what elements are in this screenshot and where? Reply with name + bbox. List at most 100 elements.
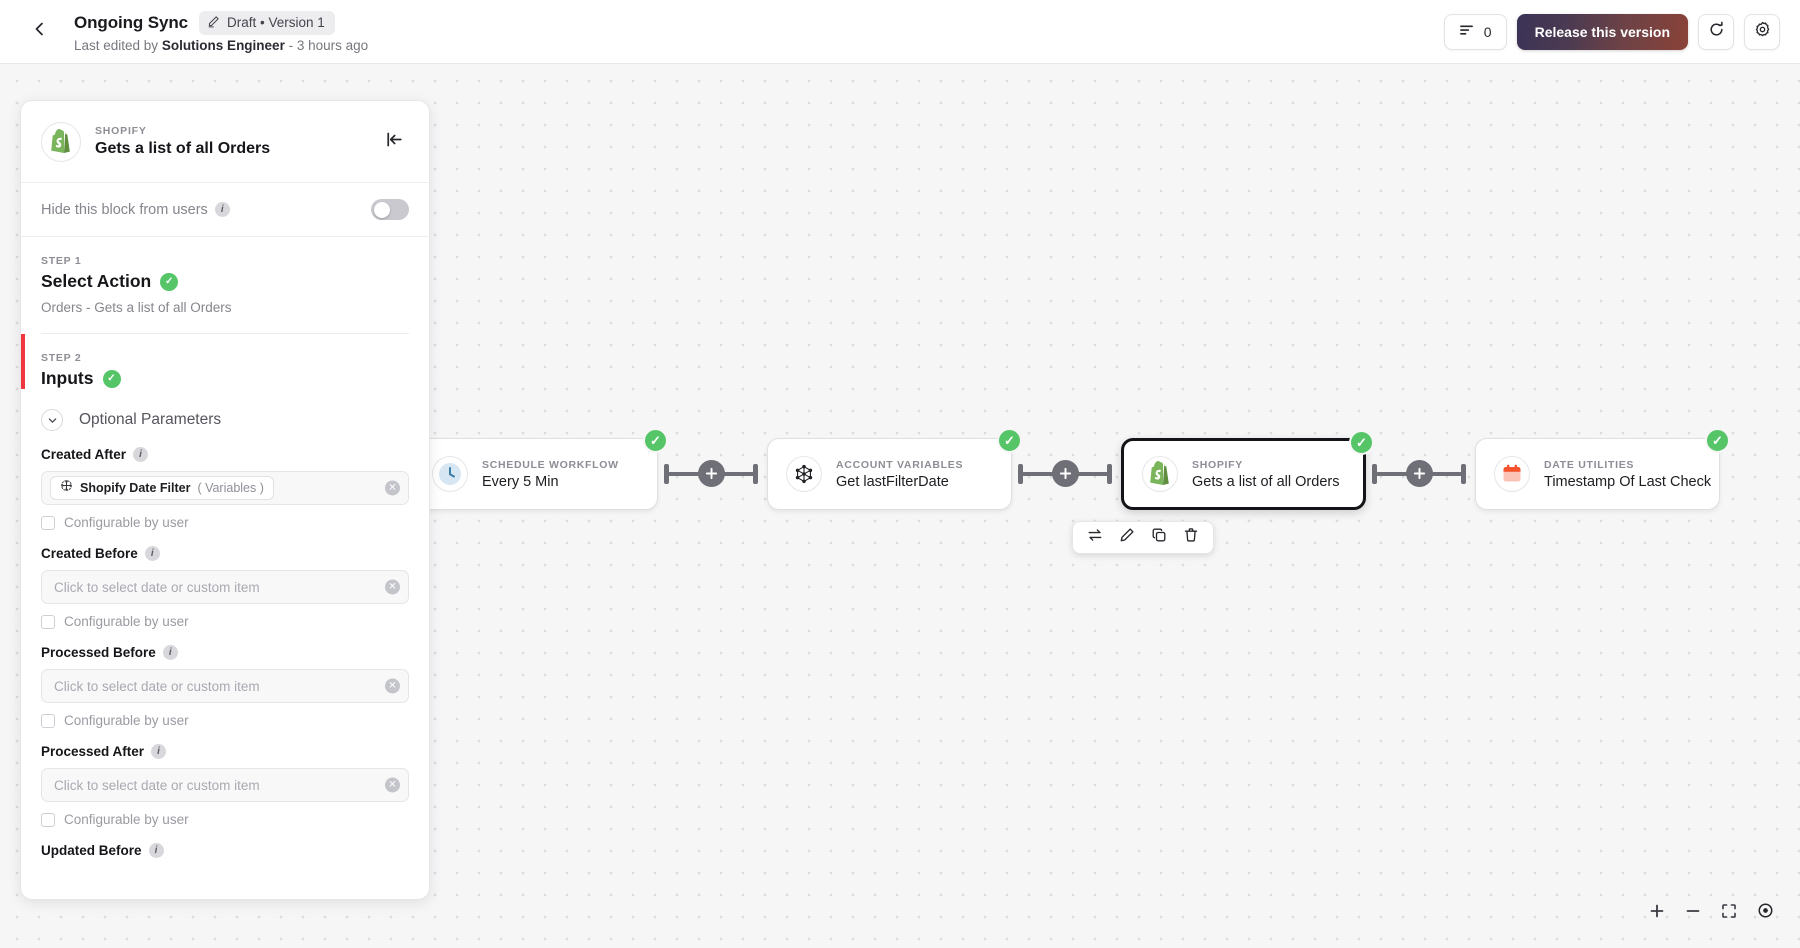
field-label: Updated Before [41,843,142,858]
step-status-check-icon: ✓ [160,272,179,291]
field-created-before: Created Before i Click to select date or… [21,530,429,629]
workflow-node-date-utilities[interactable]: DATE UTILITIES Timestamp Of Last Check ✓ [1475,428,1730,510]
step-2-section: STEP 2 Inputs ✓ [21,334,429,389]
panel-app-title: Gets a list of all Orders [95,140,271,157]
comments-button[interactable]: 0 [1443,13,1507,50]
field-created-after: Created After i [21,431,429,530]
connector-line [1077,472,1109,476]
optional-parameters-label: Optional Parameters [79,411,222,428]
status-badge[interactable]: Draft • Version 1 [199,10,335,35]
field-label: Processed Before [41,645,156,660]
configurable-checkbox[interactable] [41,614,55,629]
fit-to-screen-button[interactable] [1714,898,1744,928]
page-title: Ongoing Sync [74,12,189,32]
version-history-button[interactable] [1698,13,1734,50]
panel-body[interactable]: STEP 1 Select Action ✓ Orders - Gets a l… [21,237,429,899]
status-badge-label: Draft • Version 1 [227,15,325,30]
connector-cap [1107,464,1112,484]
node-status-check-icon: ✓ [997,428,1022,453]
configurable-checkbox[interactable] [41,713,55,728]
zoom-in-icon [1649,903,1665,924]
hide-block-row: Hide this block from users i [21,183,429,237]
hide-block-label: Hide this block from users [41,201,208,218]
comment-count: 0 [1483,23,1492,40]
info-icon[interactable]: i [148,843,164,858]
connector-cap [1018,464,1023,484]
add-node-button[interactable] [1052,460,1079,487]
section-divider [41,333,409,334]
processed-before-input[interactable]: Click to select date or custom item ✕ [41,669,409,703]
last-edited-suffix: - 3 hours ago [284,37,369,53]
replace-block-button[interactable] [1081,524,1109,552]
info-icon[interactable]: i [214,202,230,217]
add-node-button[interactable] [1406,460,1433,487]
editor-name: Solutions Engineer [161,37,285,53]
field-placeholder: Click to select date or custom item [54,678,260,694]
canvas-zoom-controls [1642,898,1780,928]
variables-icon [60,479,73,497]
info-icon[interactable]: i [144,546,160,561]
node-action-toolbar [1072,521,1214,554]
connector-cap [1372,464,1377,484]
created-before-input[interactable]: Click to select date or custom item ✕ [41,570,409,604]
hide-block-toggle[interactable] [371,199,409,220]
zoom-out-button[interactable] [1678,898,1708,928]
info-icon[interactable]: i [162,645,178,660]
target-center-icon [1757,902,1774,924]
processed-after-input[interactable]: Click to select date or custom item ✕ [41,768,409,802]
connector-line [1376,472,1408,476]
duplicate-block-button[interactable] [1145,524,1173,552]
release-version-button[interactable]: Release this version [1516,13,1688,50]
zoom-in-button[interactable] [1642,898,1672,928]
pencil-icon [207,15,220,31]
panel-header: SHOPIFY Gets a list of all Orders [21,101,429,183]
chevron-down-icon[interactable] [41,409,63,431]
field-label: Created After [41,447,127,462]
workflow-node-account-variables[interactable]: ACCOUNT VARIABLES Get lastFilterDate ✓ [767,428,1022,510]
workflow-node-schedule[interactable]: SCHEDULE WORKFLOW Every 5 Min ✓ [413,428,668,510]
configurable-label: Configurable by user [64,515,189,530]
gear-icon [1754,21,1771,43]
node-label: Timestamp Of Last Check [1544,473,1712,490]
settings-button[interactable] [1744,13,1780,50]
last-edited-prefix: Last edited by [74,37,162,53]
workflow-node-shopify[interactable]: SHOPIFY Gets a list of all Orders ✓ [1121,430,1374,510]
trash-delete-icon [1183,527,1199,548]
variable-chip-source: ( Variables ) [197,481,264,495]
list-lines-icon [1459,23,1474,41]
configurable-checkbox[interactable] [41,812,55,827]
clear-field-icon[interactable]: ✕ [385,579,400,595]
collapse-panel-button[interactable] [379,127,409,157]
edit-block-button[interactable] [1113,524,1141,552]
configurable-label: Configurable by user [64,713,189,728]
panel-app-kicker: SHOPIFY [95,125,147,137]
back-button[interactable] [20,12,60,52]
created-after-input[interactable]: Shopify Date Filter ( Variables ) ✕ [41,471,409,505]
clear-field-icon[interactable]: ✕ [385,777,400,793]
delete-block-button[interactable] [1177,524,1205,552]
field-placeholder: Click to select date or custom item [54,579,260,595]
recenter-button[interactable] [1750,898,1780,928]
clear-field-icon[interactable]: ✕ [385,480,400,496]
clear-field-icon[interactable]: ✕ [385,678,400,694]
shopify-icon [1142,456,1178,492]
copy-duplicate-icon [1151,527,1167,548]
info-icon[interactable]: i [133,447,149,462]
connector-cap [664,464,669,484]
app-header: Ongoing Sync Draft • Version 1 Last edit… [0,0,1800,64]
connector-line [723,472,755,476]
node-kicker: ACCOUNT VARIABLES [836,458,964,471]
info-icon[interactable]: i [151,744,167,759]
chevron-left-icon [32,21,48,42]
optional-parameters-row[interactable]: Optional Parameters [21,389,429,431]
variable-chip[interactable]: Shopify Date Filter ( Variables ) [50,476,274,500]
clock-icon [432,456,468,492]
step-title: Select Action [41,271,152,291]
fit-screen-icon [1721,903,1737,924]
configurable-checkbox[interactable] [41,515,55,530]
shopify-icon [41,121,81,162]
pencil-edit-icon [1119,527,1135,548]
add-node-button[interactable] [698,460,725,487]
calendar-icon [1494,456,1530,492]
step-kicker: STEP 1 [41,255,82,267]
